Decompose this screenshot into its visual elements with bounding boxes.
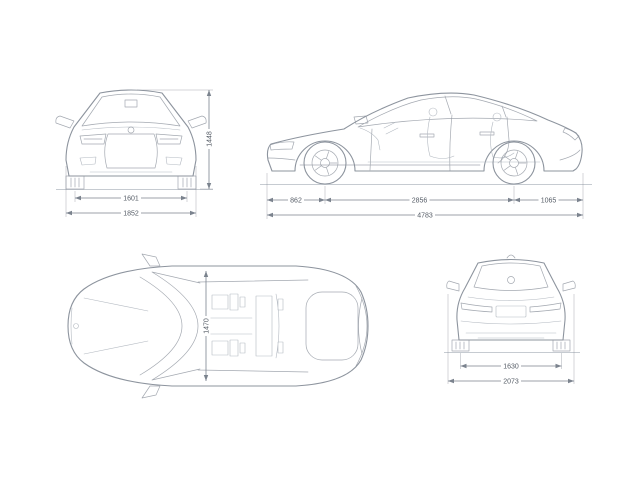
top-glass-and-roof: [139, 271, 368, 381]
overall-width-extension-lines: [65, 166, 197, 217]
rear-taillights: [460, 302, 562, 313]
side-view: [260, 92, 592, 185]
top-body-outline: [67, 265, 369, 387]
dimension-overall-height: 1448: [137, 89, 214, 190]
interior-width-label-mask: [201, 316, 211, 336]
dimension-rear-track: 1630: [460, 361, 562, 371]
dimension-overall-width: 1852: [65, 166, 197, 218]
front-kidney-grille: [104, 133, 158, 169]
rear-body-outline: [456, 258, 566, 341]
rear-overhang-value: 1065: [541, 198, 557, 205]
wheelbase-label-mask: [409, 195, 430, 205]
side-front-wheel: [303, 141, 347, 185]
front-track-value: 1601: [123, 196, 139, 203]
rear-wheels: [451, 339, 571, 352]
side-front-headrest: [428, 107, 438, 117]
front-dimensions: 1601 1852 1448: [65, 89, 214, 218]
rear-wheel-spokes: [503, 151, 527, 175]
dimension-rear-overhang: 1065: [514, 195, 583, 205]
front-roundel-badge: [127, 126, 135, 134]
side-glasshouse: [353, 95, 538, 128]
front-headlights: [79, 133, 183, 145]
rear-extension-lines: [447, 294, 575, 384]
overall-length-value: 4783: [417, 213, 433, 220]
rear-dimensions: 1630 2073: [447, 294, 575, 386]
front-wheel-spokes: [314, 151, 338, 175]
rear-antenna-fin: [506, 254, 516, 259]
top-hood-details: [70, 297, 253, 355]
side-interior-sketch: [359, 116, 541, 163]
rear-view: [444, 254, 580, 353]
dimension-front-overhang: 862: [267, 195, 325, 205]
overall-length-label-mask: [415, 210, 435, 220]
interior-width-value: 1470: [204, 318, 211, 334]
rear-roundel-badge: [507, 276, 515, 284]
rear-overhang-label-mask: [538, 195, 559, 205]
front-overhang-value: 862: [290, 198, 302, 205]
side-dimensions: 862 2856 1065 4783: [266, 173, 584, 220]
front-view: [55, 89, 213, 190]
overall-height-label-mask: [204, 129, 214, 149]
side-rear-headrest: [492, 112, 502, 122]
top-roundel-badge: [73, 323, 79, 329]
dimension-wheelbase: 2856: [325, 195, 514, 205]
top-view: 1470: [67, 253, 369, 399]
front-overhang-label-mask: [288, 195, 304, 205]
top-rear-glass-panel: [305, 291, 359, 361]
top-side-mirrors: [141, 253, 161, 399]
rear-window: [473, 262, 549, 291]
rear-side-mirrors: [446, 280, 576, 292]
rear-license-plate: [495, 305, 527, 318]
side-rear-wheel: [492, 141, 536, 185]
front-windshield: [81, 93, 181, 127]
width-incl-mirrors-value: 2073: [503, 379, 519, 386]
overall-height-value: 1448: [207, 131, 214, 147]
width-incl-mirrors-label-mask: [501, 376, 521, 386]
front-wheels: [65, 175, 197, 190]
front-side-mirrors: [55, 115, 207, 129]
dimension-front-track: 1601: [74, 191, 188, 203]
overall-height-extension-lines: [137, 89, 213, 190]
top-seats: [211, 293, 284, 359]
dimension-width-incl-mirrors: 2073: [448, 376, 574, 386]
side-body-outline: [266, 92, 583, 172]
overall-width-label-mask: [121, 208, 141, 218]
dimension-overall-length: 4783: [267, 210, 583, 220]
wheelbase-value: 2856: [412, 198, 428, 205]
dimension-interior-width: 1470: [201, 271, 211, 381]
side-extension-lines: [266, 173, 584, 219]
rear-track-value: 1630: [503, 364, 519, 371]
rear-track-label-mask: [501, 361, 521, 371]
front-track-label-mask: [121, 193, 141, 203]
rear-bumper-details: [460, 296, 562, 339]
overall-width-value: 1852: [123, 211, 139, 218]
